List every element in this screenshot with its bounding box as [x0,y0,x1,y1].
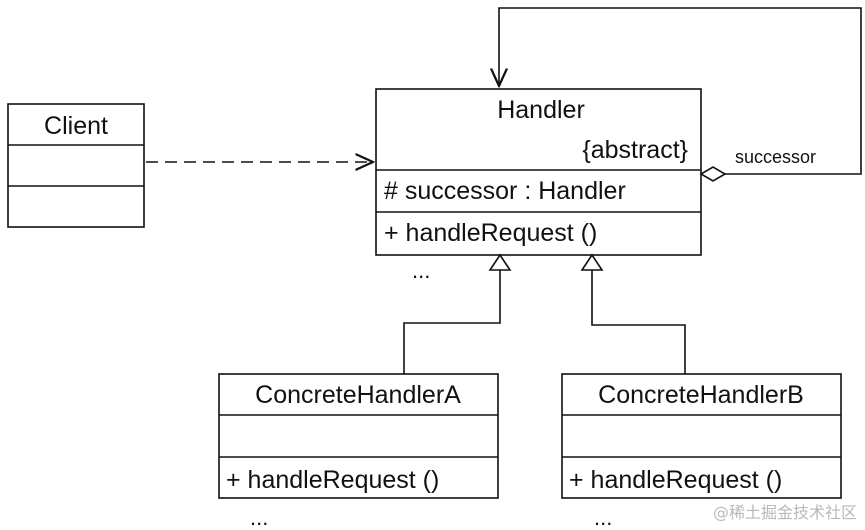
concrete-handler-a-ellipsis: ... [250,505,268,530]
concrete-handler-b-name: ConcreteHandlerB [598,381,804,409]
concrete-handler-b-box [561,373,842,499]
concrete-handler-a-class: ConcreteHandlerA + handleRequest () ... [218,373,499,530]
concrete-handler-b-ellipsis: ... [594,505,612,530]
handler-operation: + handleRequest () [384,219,597,247]
concrete-handler-b-operation: + handleRequest () [569,466,782,494]
inheritance-a [403,253,512,374]
successor-association-label: successor [735,147,816,167]
successor-association: successor [499,7,862,182]
inheritance-a-line [403,270,501,374]
handler-successor-attribute: # successor : Handler [384,177,626,205]
inheritance-b-line [591,270,686,374]
watermark-text: @稀土掘金技术社区 [713,503,857,522]
handler-class-box [375,88,702,256]
aggregation-diamond-icon [699,166,727,182]
handler-stereotype: {abstract} [582,136,688,164]
concrete-handler-b-class: ConcreteHandlerB + handleRequest () ... [561,373,842,530]
handler-ellipsis: ... [412,258,430,283]
concrete-handler-a-name: ConcreteHandlerA [255,381,461,409]
concrete-handler-a-box [218,373,499,499]
client-class-box [7,103,145,228]
handler-class: Handler {abstract} # successor : Handler… [375,88,702,283]
client-class: Client [7,103,145,228]
inheritance-a-triangle-icon [488,253,512,271]
concrete-handler-a-operation: + handleRequest () [226,466,439,494]
inheritance-b [580,253,686,374]
successor-association-line [499,7,862,175]
inheritance-b-triangle-icon [580,253,604,271]
client-class-name: Client [44,112,108,140]
handler-class-name: Handler [497,96,585,124]
